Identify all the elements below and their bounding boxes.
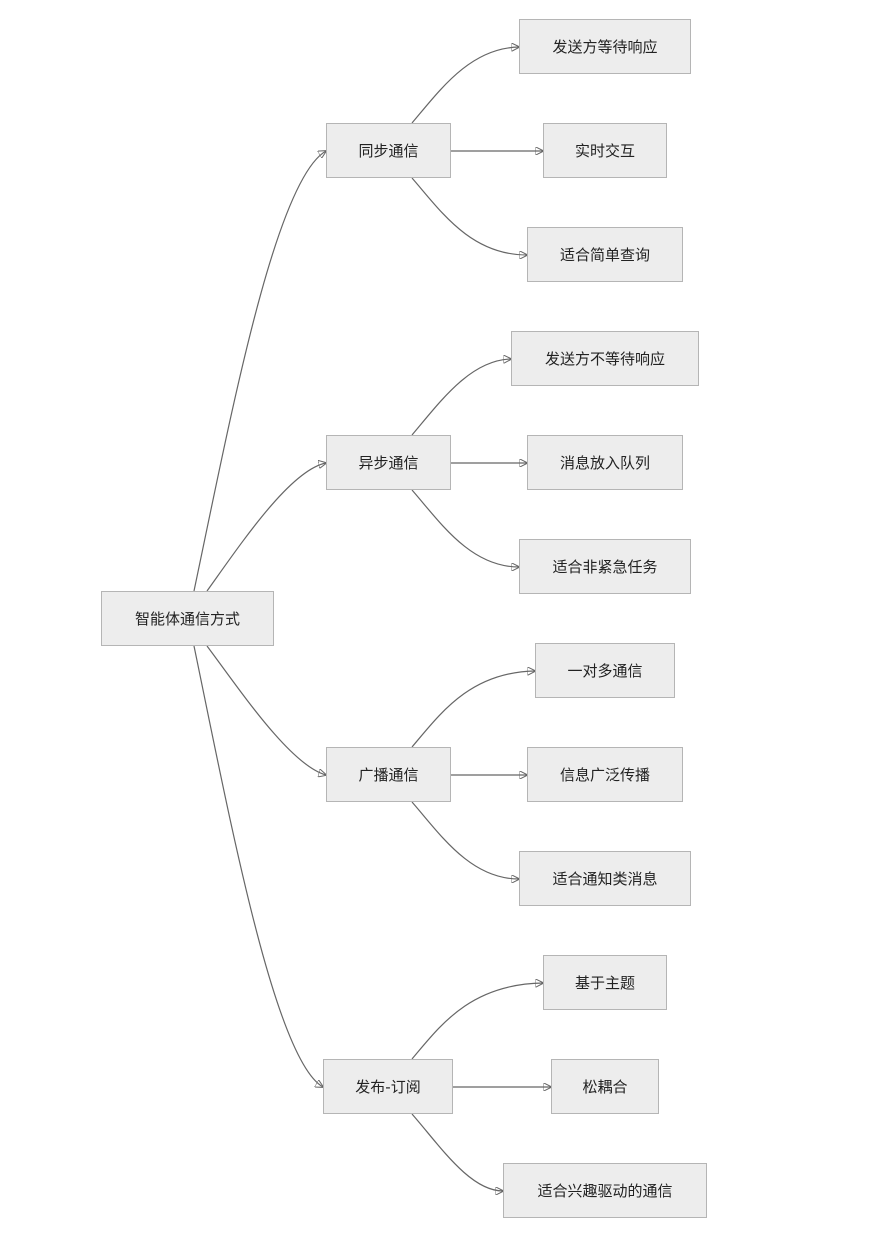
connector-arrow: [411, 1113, 503, 1191]
leaf-label: 松耦合: [582, 1078, 628, 1096]
branch-node-async: 异步通信: [326, 435, 451, 490]
connector-arrow: [411, 801, 519, 879]
connector-arrow: [193, 151, 326, 592]
connector-arrow: [411, 489, 519, 567]
branch-node-pubsub: 发布-订阅: [323, 1059, 453, 1114]
leaf-node: 消息放入队列: [527, 435, 683, 490]
root-label: 智能体通信方式: [134, 610, 240, 628]
connector-arrow: [411, 359, 511, 436]
branch-label: 广播通信: [358, 766, 419, 784]
leaf-node: 信息广泛传播: [527, 747, 683, 802]
root-node: 智能体通信方式: [101, 591, 274, 646]
leaf-label: 适合兴趣驱动的通信: [537, 1182, 673, 1200]
leaf-node: 松耦合: [551, 1059, 659, 1114]
connector-arrow: [411, 671, 535, 748]
branch-node-sync: 同步通信: [326, 123, 451, 178]
leaf-node: 基于主题: [543, 955, 667, 1010]
leaf-label: 适合通知类消息: [552, 870, 658, 888]
leaf-label: 基于主题: [574, 974, 635, 992]
leaf-label: 信息广泛传播: [559, 766, 650, 784]
branch-label: 发布-订阅: [355, 1078, 421, 1096]
connector-arrow: [206, 463, 326, 592]
leaf-label: 发送方等待响应: [552, 38, 658, 56]
leaf-label: 一对多通信: [567, 662, 643, 680]
leaf-node: 一对多通信: [535, 643, 675, 698]
connector-arrow: [411, 47, 519, 124]
leaf-node: 适合兴趣驱动的通信: [503, 1163, 707, 1218]
leaf-node: 发送方等待响应: [519, 19, 691, 74]
leaf-label: 适合非紧急任务: [552, 558, 658, 576]
connector-arrow: [206, 645, 326, 775]
branch-label: 同步通信: [358, 142, 419, 160]
connector-arrow: [411, 983, 543, 1060]
leaf-label: 实时交互: [574, 142, 635, 160]
leaf-node: 发送方不等待响应: [511, 331, 699, 386]
leaf-label: 适合简单查询: [559, 246, 650, 264]
leaf-node: 适合简单查询: [527, 227, 683, 282]
leaf-label: 消息放入队列: [559, 454, 650, 472]
connector-arrow: [411, 177, 527, 255]
connector-arrow: [193, 645, 323, 1087]
leaf-node: 适合通知类消息: [519, 851, 691, 906]
leaf-node: 适合非紧急任务: [519, 539, 691, 594]
leaf-label: 发送方不等待响应: [544, 350, 665, 368]
branch-node-broadcast: 广播通信: [326, 747, 451, 802]
branch-label: 异步通信: [358, 454, 419, 472]
leaf-node: 实时交互: [543, 123, 667, 178]
